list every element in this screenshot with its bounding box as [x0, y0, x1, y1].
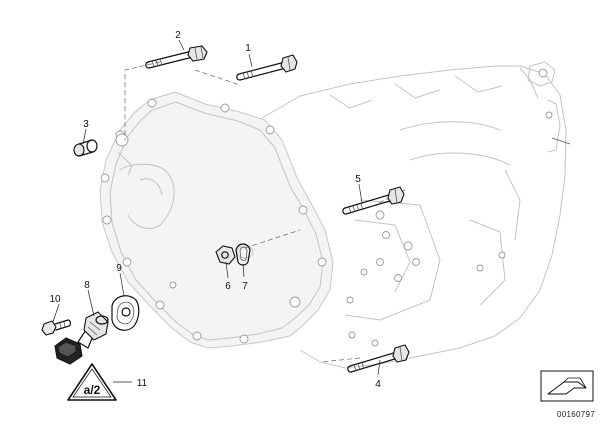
warning-label-part-11: a/2 — [67, 363, 117, 401]
callout-6: 6 — [225, 281, 231, 292]
warning-label-text: a/2 — [84, 383, 101, 397]
callout-10: 10 — [49, 294, 61, 305]
gasket-part-9 — [111, 295, 140, 331]
callout-4: 4 — [375, 379, 381, 390]
bolt-part-2 — [145, 45, 208, 69]
transmission-housing — [99, 61, 571, 369]
washer-part-7 — [235, 243, 251, 266]
sensor-part-8 — [54, 311, 109, 365]
catalog-symbol — [540, 370, 594, 402]
callout-9: 9 — [116, 263, 122, 274]
bolt-part-1 — [236, 54, 298, 81]
bolt-part-10 — [41, 319, 71, 336]
callout-11: 11 — [137, 378, 148, 389]
callout-1: 1 — [245, 43, 251, 54]
bolt-part-5 — [342, 186, 405, 215]
bolt-part-4 — [347, 344, 410, 373]
nut-part-6 — [215, 245, 236, 265]
callout-2: 2 — [175, 30, 181, 41]
leader-lines — [52, 39, 381, 383]
callout-3: 3 — [83, 119, 89, 130]
callout-labels: 1 2 3 4 5 6 7 8 9 10 11 — [49, 30, 381, 390]
callout-5: 5 — [355, 174, 361, 185]
callout-8: 8 — [84, 280, 90, 291]
document-number: 00160797 — [557, 410, 595, 419]
sleeve-part-3 — [73, 139, 98, 157]
callout-7: 7 — [242, 281, 248, 292]
